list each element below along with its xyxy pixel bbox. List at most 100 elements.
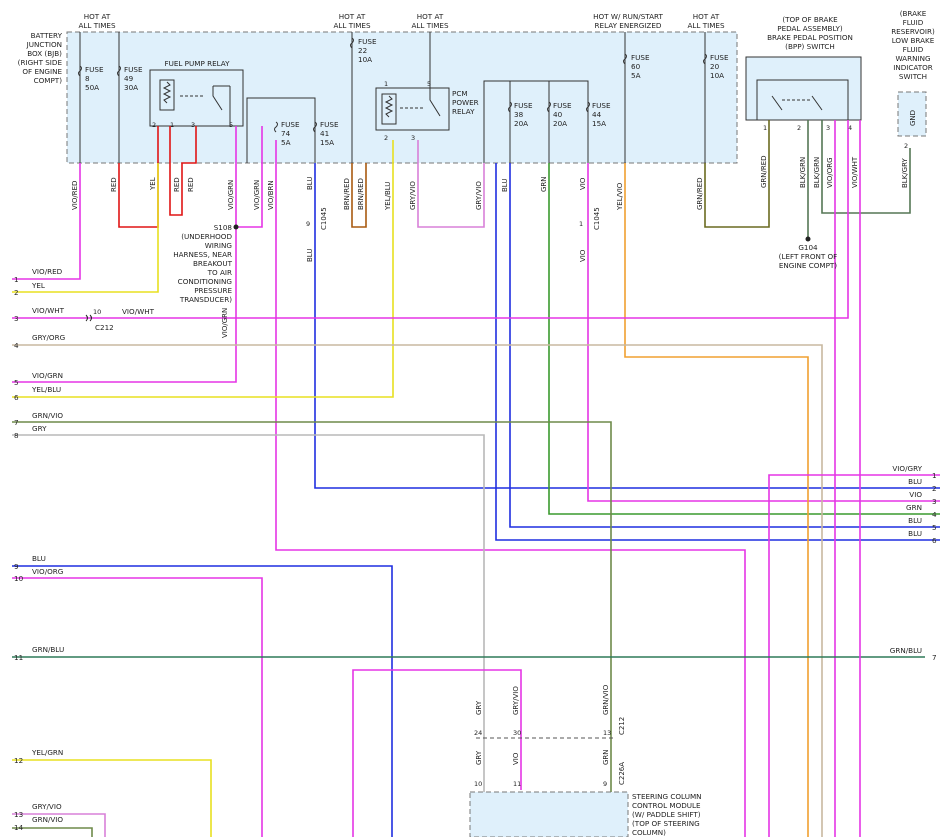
svg-text:FUSE: FUSE [281,120,300,129]
g104-label: G104 (LEFT FRONT OF ENGINE COMPT) [779,243,838,270]
wire-vio-red [12,163,81,280]
svg-text:COLUMN): COLUMN) [632,828,666,837]
svg-text:BRN/RED: BRN/RED [357,178,365,210]
svg-text:ALL TIMES: ALL TIMES [411,21,448,30]
svg-text:YEL: YEL [149,177,157,191]
hot-run-start-header: HOT W/ RUN/START RELAY ENERGIZED [593,12,663,30]
svg-text:GRN/RED: GRN/RED [760,155,768,188]
svg-text:9: 9 [14,562,19,571]
svg-text:HOT AT: HOT AT [84,12,111,21]
wire-gry-org [12,344,823,837]
wire-grn-vio-14 [12,827,93,837]
svg-text:GRN/VIO: GRN/VIO [602,684,610,715]
wire-grn-40 [548,163,940,515]
svg-text:20A: 20A [514,119,528,128]
svg-text:PEDAL ASSEMBLY): PEDAL ASSEMBLY) [777,24,843,33]
svg-text:15A: 15A [320,138,334,147]
svg-text:CONTROL MODULE: CONTROL MODULE [632,801,701,810]
gnd-label: GND [909,110,917,126]
wire-red-loop-2 [169,126,197,216]
svg-text:10: 10 [14,574,24,583]
svg-text:FUSE: FUSE [124,65,143,74]
svg-text:2: 2 [932,484,937,493]
pcm-power-relay [375,87,450,131]
vertical-wire-labels: VIO/RED RED YEL RED RED VIO/GRN VIO/GRN … [71,155,909,765]
svg-text:7: 7 [14,418,19,427]
wire-yel-blu [12,140,394,398]
fuse-8-label: FUSE 8 50A [85,65,104,92]
svg-text:ENGINE COMPT): ENGINE COMPT) [779,261,837,270]
svg-text:10A: 10A [710,71,724,80]
svg-text:11: 11 [14,653,23,662]
svg-text:7: 7 [932,653,937,662]
svg-text:5A: 5A [281,138,291,147]
row3-mid-label: VIO/WHT [122,307,155,316]
svg-text:FUSE: FUSE [514,101,533,110]
svg-text:BLU: BLU [32,554,46,563]
svg-text:(W/ PADDLE SHIFT): (W/ PADDLE SHIFT) [632,810,701,819]
svg-text:VIO/WHT: VIO/WHT [32,306,65,315]
wire-vio-gry-r1 [768,474,940,837]
connector-c212-row3 [85,314,92,322]
svg-text:FUSE: FUSE [592,101,611,110]
wire-gry-8 [12,434,485,837]
fuel-pump-relay [149,69,244,127]
svg-text:13: 13 [14,810,23,819]
wire-gry-vio-13 [12,813,106,837]
svg-text:VIO: VIO [909,490,922,499]
svg-text:13: 13 [603,729,611,737]
svg-text:11: 11 [513,780,521,788]
svg-text:20A: 20A [553,119,567,128]
svg-text:GRY: GRY [32,424,47,433]
bpp-switch-pins: 1 2 3 4 [763,124,852,132]
wire-vio-org-10 [12,577,263,837]
svg-text:BLU: BLU [306,249,314,262]
svg-text:3: 3 [191,121,195,129]
svg-text:HOT AT: HOT AT [339,12,366,21]
wire-vio-grn-2 [236,126,263,228]
svg-text:VIO: VIO [512,752,520,765]
svg-text:BLU: BLU [908,477,922,486]
svg-text:VIO/GRN: VIO/GRN [227,180,235,210]
svg-text:3: 3 [14,314,19,323]
svg-text:49: 49 [124,74,134,83]
wire-yel-grn-12 [12,759,212,837]
svg-text:2: 2 [152,121,156,129]
svg-text:COMPT): COMPT) [34,76,63,85]
svg-text:10: 10 [474,780,482,788]
svg-text:VIO/GRY: VIO/GRY [892,464,922,473]
wire-grn-vio-7 [12,421,612,837]
svg-text:2: 2 [797,124,801,132]
svg-text:22: 22 [358,46,367,55]
svg-text:41: 41 [320,129,329,138]
svg-text:BLK/GRN: BLK/GRN [813,157,821,188]
svg-text:JUNCTION: JUNCTION [26,40,62,49]
wire-grn-red [704,120,770,228]
svg-text:9: 9 [306,220,310,228]
wire-blu-9 [12,565,393,837]
brake-fluid-switch [897,91,927,137]
svg-text:GRY/VIO: GRY/VIO [409,181,417,210]
svg-text:FLUID: FLUID [903,45,924,54]
svg-text:YEL: YEL [31,281,45,290]
fuse-74-label: FUSE 74 5A [281,120,300,147]
svg-text:4: 4 [848,124,852,132]
svg-text:(TOP OF STEERING: (TOP OF STEERING [632,819,700,828]
bpp-switch-internals [756,79,849,120]
svg-text:9: 9 [603,780,607,788]
svg-text:60: 60 [631,62,641,71]
svg-text:30A: 30A [124,83,138,92]
svg-text:BREAKOUT: BREAKOUT [193,259,233,268]
fuse-symbols [78,37,707,133]
svg-text:5A: 5A [631,71,641,80]
svg-text:1: 1 [14,275,19,284]
svg-text:RESERVOIR): RESERVOIR) [891,27,935,36]
svg-text:TO AIR: TO AIR [207,268,232,277]
svg-text:20: 20 [710,62,720,71]
fuse-40-label: FUSE 40 20A [553,101,572,128]
svg-text:44: 44 [592,110,602,119]
svg-text:40: 40 [553,110,563,119]
fuel-pump-relay-label: FUEL PUMP RELAY [164,59,230,68]
svg-text:1: 1 [579,220,583,228]
svg-text:GRY: GRY [475,750,483,765]
